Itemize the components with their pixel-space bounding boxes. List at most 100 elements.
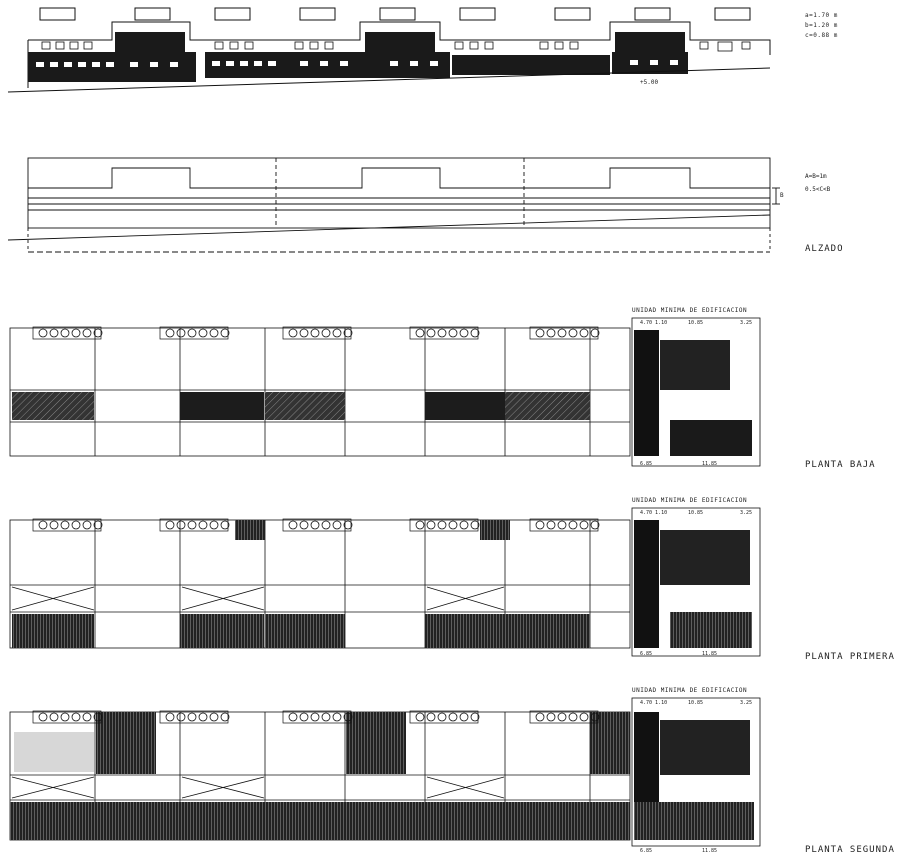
fixture-circle bbox=[437, 328, 447, 338]
fixture-circle bbox=[557, 712, 567, 722]
fixture-frame bbox=[159, 518, 229, 532]
level-mark: +5.00 bbox=[640, 79, 659, 86]
schematic-note-1: A=B=1m bbox=[805, 173, 827, 180]
fixture-circle bbox=[546, 328, 556, 338]
fixture-circle bbox=[310, 520, 320, 530]
fixture-circle bbox=[71, 520, 81, 530]
fixture-circle bbox=[288, 712, 298, 722]
dim-top-primera-3: 3.25 bbox=[740, 510, 753, 516]
fixture-circle bbox=[198, 520, 208, 530]
plan-planta-baja-fills bbox=[12, 330, 752, 456]
fixture-circle bbox=[343, 520, 353, 530]
plan-planta-primera-fills bbox=[12, 520, 752, 648]
fixture-circle bbox=[176, 712, 186, 722]
fixture-circle bbox=[321, 520, 331, 530]
fixture-circle bbox=[415, 520, 425, 530]
plan-planta-baja bbox=[9, 317, 761, 467]
dim-bottom-primera-1: 6.85 bbox=[640, 651, 653, 657]
fixture-frame bbox=[32, 710, 102, 724]
fixture-circle bbox=[209, 712, 219, 722]
fixture-circle bbox=[415, 328, 425, 338]
fixture-circle bbox=[209, 328, 219, 338]
height-mark: B bbox=[780, 192, 784, 199]
fixture-frame bbox=[32, 518, 102, 532]
dimension-a: a=1.70 m bbox=[805, 12, 838, 19]
dim-bottom-segunda-1: 6.85 bbox=[640, 848, 653, 854]
fixture-circle bbox=[321, 328, 331, 338]
fixture-frame bbox=[529, 518, 599, 532]
fixture-circle bbox=[49, 328, 59, 338]
fixture-circle bbox=[343, 712, 353, 722]
fixture-circle bbox=[321, 712, 331, 722]
fixture-frame bbox=[529, 710, 599, 724]
dim-top-primera-1: 4.70 1.10 bbox=[640, 510, 668, 516]
ground-line bbox=[7, 67, 771, 93]
fixture-circle bbox=[535, 712, 545, 722]
fixture-circle bbox=[426, 328, 436, 338]
fixture-circle bbox=[220, 712, 230, 722]
fixture-circle bbox=[38, 328, 48, 338]
fixture-circle bbox=[426, 520, 436, 530]
fixture-circle bbox=[332, 712, 342, 722]
fixture-circle bbox=[310, 712, 320, 722]
fixture-frame bbox=[409, 326, 479, 340]
fixture-circle bbox=[198, 328, 208, 338]
schematic-elevation bbox=[7, 157, 780, 253]
planta-baja-title: PLANTA BAJA bbox=[805, 460, 876, 470]
fixture-circle bbox=[437, 712, 447, 722]
fixture-circle bbox=[535, 328, 545, 338]
fixture-circle bbox=[176, 328, 186, 338]
fixture-circle bbox=[590, 520, 600, 530]
fixture-circle bbox=[299, 328, 309, 338]
fixture-circle bbox=[448, 712, 458, 722]
fixture-circle bbox=[448, 328, 458, 338]
top-elevation-dark-band bbox=[28, 32, 688, 82]
fixture-circle bbox=[332, 520, 342, 530]
dim-top-segunda-1: 4.70 1.10 bbox=[640, 700, 668, 706]
fixture-frame bbox=[409, 518, 479, 532]
dim-top-primera-2: 10.85 bbox=[688, 510, 704, 516]
dim-bottom-primera-2: 11.85 bbox=[702, 651, 718, 657]
fixture-circle bbox=[220, 328, 230, 338]
fixture-circle bbox=[220, 520, 230, 530]
fixture-frame bbox=[282, 710, 352, 724]
fixture-circle bbox=[49, 520, 59, 530]
fixture-circle bbox=[332, 328, 342, 338]
alzado-title: ALZADO bbox=[805, 244, 844, 254]
fixture-circle bbox=[198, 712, 208, 722]
fixture-circle bbox=[187, 328, 197, 338]
fixture-circle bbox=[165, 328, 175, 338]
fixture-circle bbox=[93, 328, 103, 338]
dim-bottom-baja-1: 6.85 bbox=[640, 461, 653, 467]
fixture-circle bbox=[568, 328, 578, 338]
fixture-circle bbox=[187, 712, 197, 722]
elevation-window-row bbox=[41, 41, 751, 52]
fixture-circle bbox=[459, 328, 469, 338]
fixture-circle bbox=[71, 328, 81, 338]
fixture-circle bbox=[71, 712, 81, 722]
fixture-circle bbox=[38, 712, 48, 722]
unit-header-primera: UNIDAD MINIMA DE EDIFICACION bbox=[632, 497, 748, 504]
unit-header-baja: UNIDAD MINIMA DE EDIFICACION bbox=[632, 307, 748, 314]
fixture-circle bbox=[176, 520, 186, 530]
fixture-circle bbox=[546, 520, 556, 530]
fixture-circle bbox=[82, 328, 92, 338]
fixture-circle bbox=[546, 712, 556, 722]
fixture-circle bbox=[470, 520, 480, 530]
dim-bottom-segunda-2: 11.85 bbox=[702, 848, 718, 854]
fixture-circle bbox=[299, 520, 309, 530]
fixture-circle bbox=[209, 520, 219, 530]
fixture-circle bbox=[426, 712, 436, 722]
fixture-frame bbox=[159, 710, 229, 724]
fixture-circle bbox=[568, 520, 578, 530]
fixture-frame bbox=[282, 326, 352, 340]
fixture-circle bbox=[288, 328, 298, 338]
fixture-circle bbox=[470, 328, 480, 338]
fixture-circle bbox=[579, 712, 589, 722]
dim-top-baja-1: 4.70 1.10 bbox=[640, 320, 668, 326]
fixture-frame bbox=[409, 710, 479, 724]
fixture-circle bbox=[535, 520, 545, 530]
fixture-frame bbox=[159, 326, 229, 340]
fixture-circle bbox=[448, 520, 458, 530]
